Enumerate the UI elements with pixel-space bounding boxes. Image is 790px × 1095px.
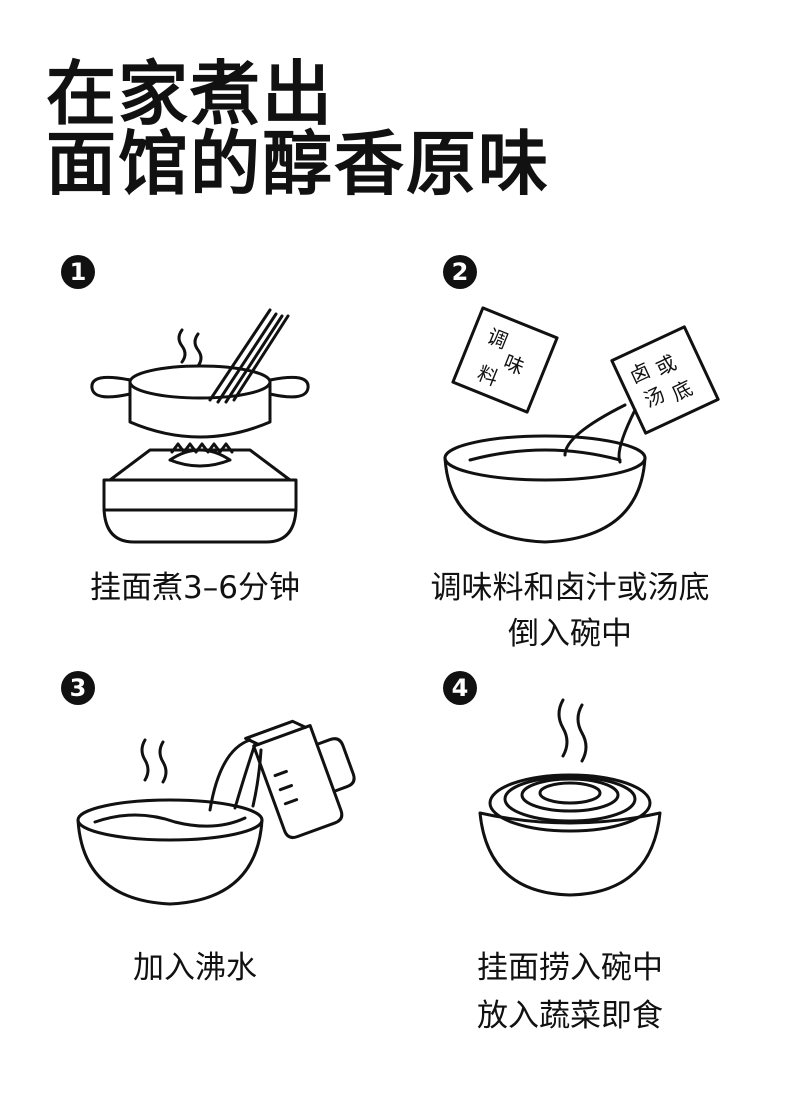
packet-1-char-2: 味 bbox=[500, 350, 528, 380]
packet-2-char-4: 底 bbox=[668, 376, 696, 406]
bowl-of-noodles-illustration bbox=[478, 698, 662, 897]
packet-1-char-1: 调 bbox=[484, 324, 512, 354]
packet-2-char-2: 或 bbox=[652, 350, 680, 380]
pot-on-stove-illustration bbox=[90, 308, 310, 544]
step-1-number: 1 bbox=[61, 255, 95, 289]
headline-line-1: 在家煮出 bbox=[46, 53, 334, 135]
step-2-caption-line-2: 倒入碗中 bbox=[508, 616, 632, 652]
packet-2-char-3: 汤 bbox=[640, 382, 668, 412]
step-3-number: 3 bbox=[61, 671, 95, 705]
packet-2-char-1: 卤 bbox=[626, 358, 654, 388]
step-4-caption-line-2: 放入蔬菜即食 bbox=[477, 998, 663, 1034]
headline-line-2: 面馆的醇香原味 bbox=[46, 123, 550, 205]
step-1-caption: 挂面煮3–6分钟 bbox=[90, 570, 300, 606]
step-3-caption: 加入沸水 bbox=[133, 950, 257, 986]
step-2-caption-line-1: 调味料和卤汁或汤底 bbox=[430, 570, 710, 606]
step-4-caption-line-1: 挂面捞入碗中 bbox=[477, 950, 663, 986]
bowl-with-packets-illustration: 调 味 料 卤 或 汤 底 bbox=[443, 306, 720, 544]
kettle-pouring-water-illustration bbox=[76, 719, 356, 906]
step-2-number: 2 bbox=[443, 255, 477, 289]
packet-1-char-3: 料 bbox=[474, 361, 502, 391]
step-4-number: 4 bbox=[443, 671, 477, 705]
